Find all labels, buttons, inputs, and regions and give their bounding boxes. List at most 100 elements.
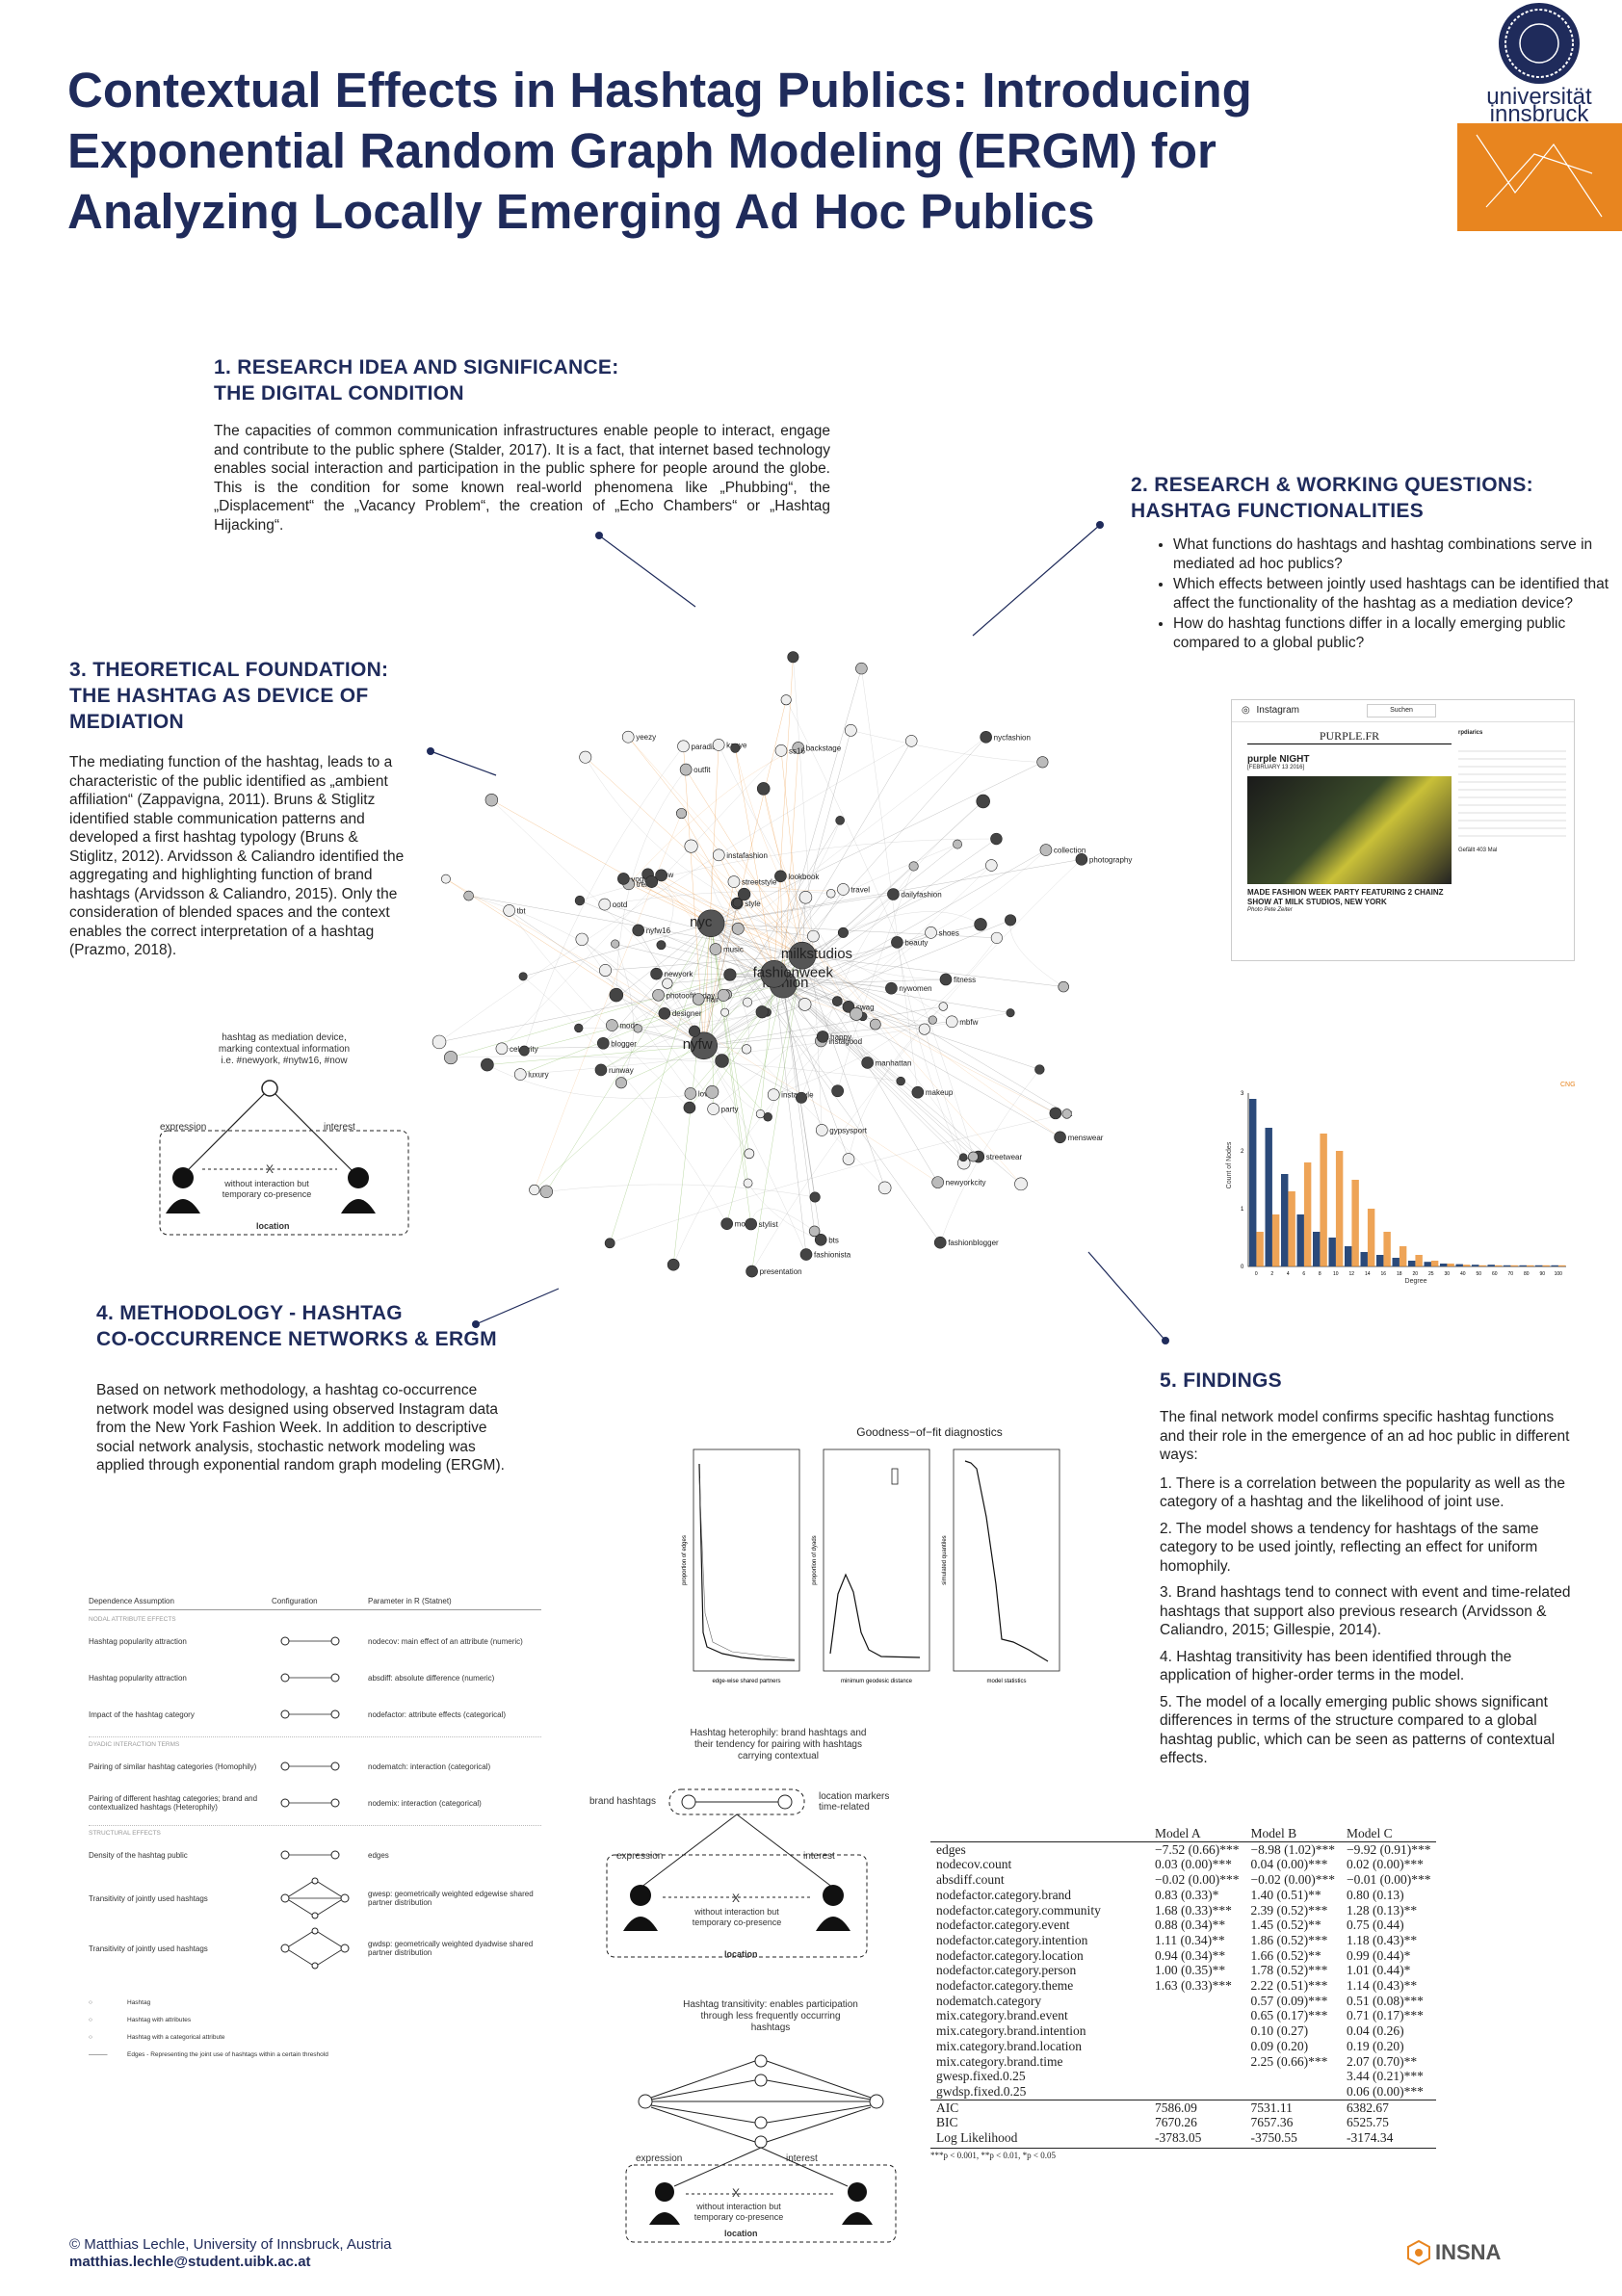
network-node-label: streetstyle [742, 878, 777, 887]
network-edge [783, 978, 946, 985]
fit-cell: -3783.05 [1155, 2130, 1202, 2146]
network-node [1014, 1177, 1028, 1191]
regression-term: nodematch.category [936, 1993, 1042, 2008]
transitivity-caption: Hashtag transitivity: enables participat… [636, 1999, 905, 2034]
network-node [662, 978, 673, 989]
instagram-user: rpdiarics [1458, 730, 1483, 736]
regression-cell: 3.44 (0.21)*** [1346, 2069, 1424, 2084]
mediation-note-line: without interaction but [224, 1179, 309, 1188]
hist-bar [1455, 1264, 1463, 1266]
network-edge [612, 1025, 704, 1047]
network-node [684, 1087, 697, 1100]
network-node [604, 1238, 615, 1249]
hist-xtick: 30 [1444, 1271, 1450, 1277]
network-edge [656, 974, 807, 1255]
research-questions: What functions do hashtags and hashtag c… [1154, 535, 1611, 654]
regression-cell [1149, 2084, 1244, 2100]
hist-bar [1249, 1099, 1257, 1266]
section4-heading-line1: 4. METHODOLOGY - HASHTAG [96, 1302, 403, 1324]
terms-configuration [280, 1709, 340, 1719]
hist-xtick: 25 [1428, 1271, 1434, 1277]
network-edge [723, 820, 841, 996]
regression-footnote: ***p < 0.001, **p < 0.01, *p < 0.05 [930, 2147, 1437, 2160]
network-edge [690, 983, 784, 1094]
network-node-label: shoes [939, 928, 959, 937]
instagram-likes: Gefällt 403 Mal [1458, 848, 1498, 853]
network-edge [733, 881, 844, 892]
network-node [855, 662, 868, 675]
gof-xlabel: minimum geodesic distance [841, 1679, 913, 1684]
terms-assumption: Impact of the hashtag category [89, 1709, 195, 1719]
network-node [905, 735, 918, 747]
author-email[interactable]: matthias.lechle@student.uibk.ac.at [69, 2254, 311, 2270]
network-node [655, 869, 667, 882]
network-edge [782, 983, 974, 1158]
regression-cell: 0.75 (0.44) [1346, 1918, 1404, 1933]
terms-parameter: nodemix: interaction (categorical) [368, 1798, 482, 1808]
hist-ytick: 0 [1241, 1265, 1244, 1270]
network-edge [773, 937, 998, 1095]
network-node-label: newyorkcity [946, 1179, 986, 1187]
regression-cell: 0.03 (0.00)*** [1155, 1857, 1232, 1872]
network-node [933, 1236, 947, 1249]
network-node [1061, 1109, 1072, 1119]
section5-heading: 5. FINDINGS [1160, 1370, 1282, 1392]
heterophily-graphic [606, 1788, 868, 1958]
network-node [444, 1051, 458, 1065]
network-edge [718, 744, 979, 1158]
regression-cell [1149, 2039, 1244, 2054]
regression-term: mix.category.brand.intention [936, 2023, 1086, 2039]
regression-cell [1149, 2054, 1244, 2070]
network-edge [491, 799, 885, 1188]
network-node-label: nyc [690, 914, 713, 930]
network-node [885, 981, 898, 995]
network-edge [780, 875, 868, 1063]
network-edge [1009, 920, 1064, 987]
network-edge [451, 1056, 902, 1082]
network-node [831, 996, 843, 1006]
network-edge [534, 813, 682, 1190]
network-node [908, 861, 919, 872]
regression-cell: −9.92 (0.91)*** [1346, 1841, 1431, 1857]
regression-cell: 0.65 (0.17)*** [1250, 2008, 1328, 2023]
network-node-label: newyork [665, 970, 694, 978]
network-edge [782, 984, 815, 1232]
regression-cell: 0.51 (0.08)*** [1346, 1993, 1424, 2008]
network-node [598, 898, 612, 911]
hist-xtick: 18 [1397, 1271, 1402, 1277]
gof-xlabel: model statistics [986, 1679, 1026, 1684]
terms-legend: ○Hashtag○Hashtag with attributes○Hashtag… [89, 1995, 541, 2064]
regression-cell: 0.10 (0.27) [1250, 2023, 1309, 2039]
network-node [683, 1101, 696, 1114]
network-edge [628, 883, 712, 925]
network-node-label: fashionblogger [948, 1239, 999, 1247]
network-node [715, 1054, 729, 1068]
regression-term: nodefactor.category.brand [936, 1887, 1072, 1902]
network-node-label: music [723, 946, 744, 954]
terms-parameter: nodefactor: attribute effects (categoric… [368, 1709, 507, 1719]
network-edge [703, 1005, 944, 1047]
network-node [911, 1085, 925, 1099]
terms-configuration [280, 1850, 340, 1860]
network-edge [747, 1183, 822, 1240]
network-node [727, 875, 741, 888]
network-edge [711, 923, 997, 939]
section2-heading-line2: HASHTAG FUNCTIONALITIES [1131, 500, 1424, 522]
network-node-label: happy [830, 1032, 851, 1041]
university-logo: universität innsbruck [1457, 0, 1622, 231]
network-node [737, 887, 751, 901]
regression-header: Model C [1346, 1826, 1393, 1840]
regression-cell: −0.02 (0.00)*** [1250, 1872, 1335, 1888]
network-edge [620, 1045, 704, 1083]
network-node [690, 1031, 719, 1060]
network-node [667, 1258, 680, 1271]
network-node [495, 1042, 509, 1056]
network-edge [710, 923, 751, 1225]
network-node-label: dailyfashion [901, 891, 941, 900]
